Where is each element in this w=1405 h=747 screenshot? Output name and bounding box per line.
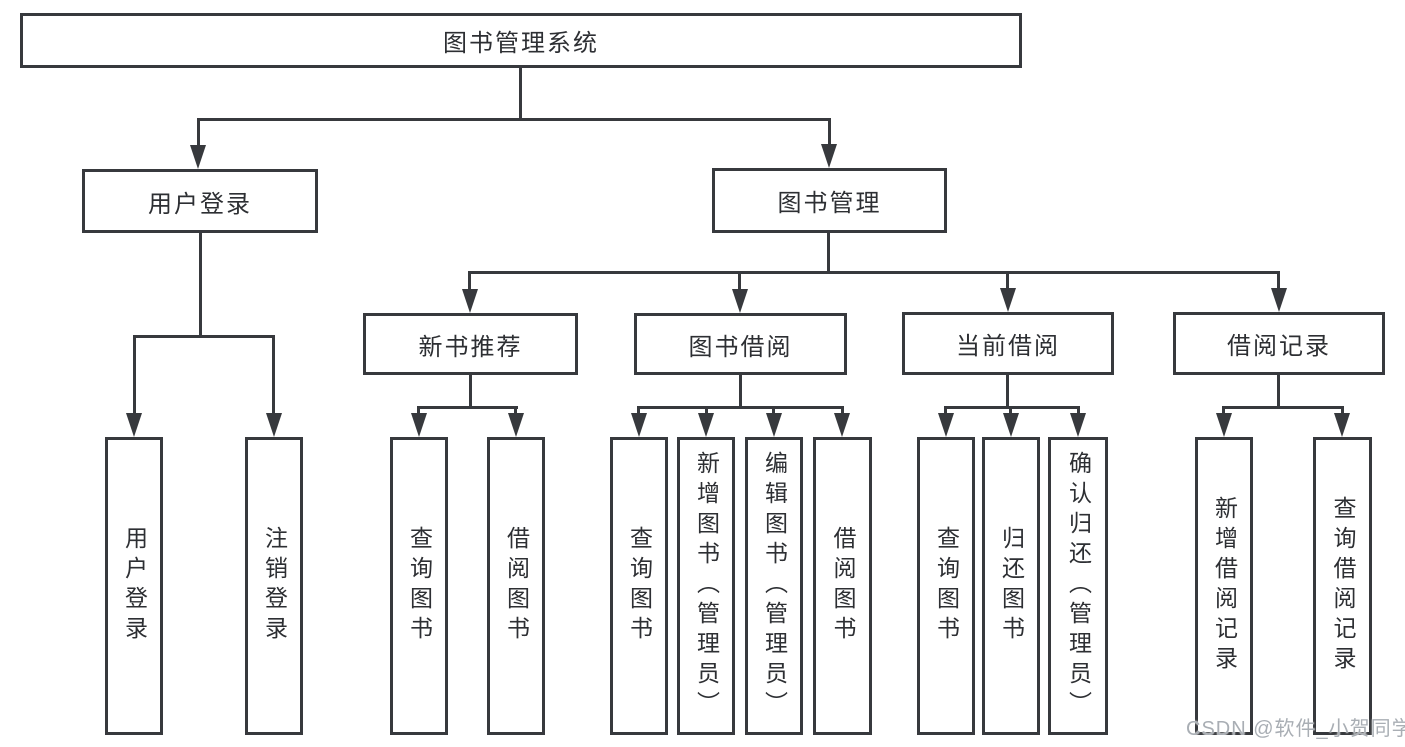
connector-line [197,118,831,121]
arrow-down-icon [411,413,427,437]
leaf-borrow-books: 借阅图书 [813,437,872,735]
arrow-down-icon [1000,288,1016,312]
connector-line [1277,375,1280,408]
leaf-query-books-current: 查询图书 [917,437,975,735]
arrow-down-icon [126,413,142,437]
leaf-query-books-recommend: 查询图书 [390,437,448,735]
arrow-down-icon [1003,413,1019,437]
arrow-down-icon [834,413,850,437]
leaf-edit-book-admin: 编辑图书（管理员） [745,437,803,735]
arrow-down-icon [766,413,782,437]
connector-line [1077,406,1080,414]
connector-line [637,406,640,414]
connector-line [514,406,517,414]
node-current-borrow: 当前借阅 [902,312,1114,375]
arrow-down-icon [732,289,748,313]
arrow-down-icon [1216,413,1232,437]
node-book-borrow: 图书借阅 [634,313,847,375]
arrow-down-icon [266,413,282,437]
connector-line [1222,406,1344,409]
connector-line [1222,406,1225,414]
node-book-management: 图书管理 [712,168,947,233]
connector-line [519,68,522,120]
connector-line [772,406,775,414]
connector-line [272,335,275,413]
arrow-down-icon [938,413,954,437]
connector-line [417,406,420,414]
arrow-down-icon [190,145,206,169]
connector-line [827,233,830,273]
connector-line [1006,271,1009,289]
connector-line [944,406,947,414]
arrow-down-icon [1334,413,1350,437]
arrow-down-icon [698,413,714,437]
connector-line [199,233,202,337]
connector-line [469,375,472,408]
connector-line [197,118,200,146]
arrow-down-icon [821,144,837,168]
arrow-down-icon [508,413,524,437]
connector-line [739,375,742,408]
connector-line [637,406,844,409]
arrow-down-icon [1070,413,1086,437]
node-new-book-recommend: 新书推荐 [363,313,578,375]
leaf-logout: 注销登录 [245,437,303,735]
leaf-user-login: 用户登录 [105,437,163,735]
connector-line [468,271,471,290]
connector-line [133,335,275,338]
arrow-down-icon [1271,288,1287,312]
leaf-borrow-books-recommend: 借阅图书 [487,437,545,735]
leaf-confirm-return-admin: 确认归还（管理员） [1048,437,1108,735]
node-borrow-records: 借阅记录 [1173,312,1385,375]
connector-line [738,271,741,290]
node-root: 图书管理系统 [20,13,1022,68]
leaf-return-book: 归还图书 [982,437,1040,735]
connector-line [1009,406,1012,414]
connector-line [133,335,136,413]
leaf-add-borrow-record: 新增借阅记录 [1195,437,1253,735]
connector-line [944,406,1080,409]
arrow-down-icon [462,289,478,313]
connector-line [828,118,831,145]
leaf-add-book-admin: 新增图书（管理员） [677,437,735,735]
connector-line [1006,375,1009,408]
arrow-down-icon [631,413,647,437]
connector-line [705,406,708,414]
watermark-text: CSDN @软件_小贺同学 [1186,718,1405,740]
leaf-query-borrow-record: 查询借阅记录 [1313,437,1372,735]
connector-line [417,406,518,409]
leaf-query-books-borrow: 查询图书 [610,437,668,735]
connector-line [841,406,844,414]
connector-line [1341,406,1344,414]
node-user-login-module: 用户登录 [82,169,318,233]
connector-line [468,271,1280,274]
connector-line [1277,271,1280,289]
